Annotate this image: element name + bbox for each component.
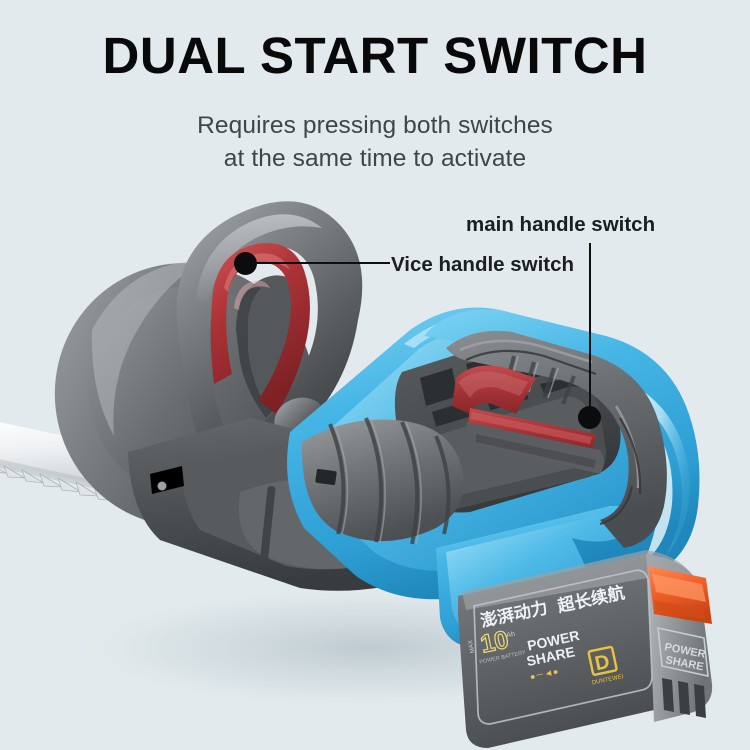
- motor-collar-ribs: [301, 417, 464, 545]
- battery-pack: POWER SHARE 澎湃动力 超长续航 10 MAX: [458, 550, 713, 748]
- subtitle-line-2: at the same time to activate: [223, 145, 527, 172]
- vice-handle-loop: [176, 201, 363, 485]
- main-handle-switch-bar[interactable]: [452, 360, 610, 452]
- svg-text:D: D: [593, 651, 612, 676]
- battery-side-plate: POWER SHARE: [657, 626, 709, 678]
- svg-text:10: 10: [478, 626, 511, 659]
- subtitle-line-1: Requires pressing both switches: [197, 112, 553, 139]
- callout-leader-main-handle-switch: [589, 243, 591, 417]
- svg-text:MAX: MAX: [468, 639, 477, 653]
- callout-label-main-handle-switch: main handle switch: [466, 213, 656, 236]
- callout-dot-vice-handle-switch: [234, 252, 257, 275]
- callout-dot-main-handle-switch: [578, 406, 601, 429]
- page-title: DUAL START SWITCH: [102, 27, 648, 84]
- main-handle: [424, 309, 700, 583]
- svg-text:Ah: Ah: [506, 631, 516, 640]
- battery-release-button[interactable]: [648, 566, 712, 624]
- callout-label-vice-handle-switch: Vice handle switch: [391, 253, 575, 276]
- callout-leader-vice-handle-switch: [246, 262, 390, 264]
